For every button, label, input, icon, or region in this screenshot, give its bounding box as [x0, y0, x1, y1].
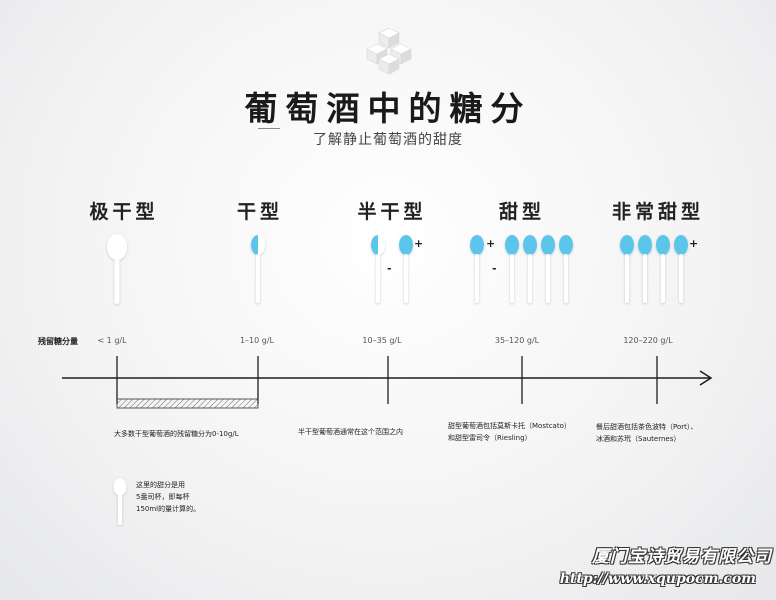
legend-note-line1: 这里的甜分是用	[136, 481, 185, 489]
page-title: 葡萄酒中的糖分	[244, 89, 532, 128]
spoon-icon	[505, 235, 519, 303]
legend-note-line2: 5盎司杯，即每杯	[136, 493, 190, 501]
dry-range-bar	[116, 398, 259, 409]
note-dry-range: 大多数干型葡萄酒的残留糖分为0-10g/L	[114, 430, 239, 438]
residual-sugar-label: 残留糖分量	[38, 337, 78, 346]
category-very-sweet: 非常甜型	[611, 201, 704, 223]
legend-note: 这里的甜分是用 5盎司杯，即每杯 150ml的量计算的。	[136, 479, 200, 515]
spoon-icon	[470, 235, 484, 303]
category-sweet: 甜型	[498, 201, 545, 223]
plus-symbol: +	[689, 237, 698, 250]
plus-symbol: +	[486, 237, 495, 250]
spoon-icon	[674, 235, 688, 303]
note-sweet-line2: 和甜型雷司令（Riesling）	[448, 434, 532, 442]
spoon-icon	[523, 235, 537, 303]
note-very-sweet: 餐后甜酒包括茶色波特（Port）、 冰酒和苏玳（Sauternes）	[596, 421, 697, 445]
spoon-icon	[541, 235, 555, 303]
minus-symbol: -	[492, 262, 497, 275]
minus-symbol: -	[387, 262, 392, 275]
plus-symbol: +	[414, 237, 423, 250]
subtitle-rule	[258, 128, 280, 129]
legend-note-line3: 150ml的量计算的。	[136, 505, 201, 513]
watermark-url: http://www.xqupocm.com	[559, 571, 756, 587]
range-very-sweet: 120–220 g/L	[623, 336, 673, 345]
range-dry: 1–10 g/L	[239, 336, 275, 345]
category-dry: 干型	[236, 201, 283, 223]
spoon-icon	[113, 478, 127, 525]
timeline-arrow-icon	[62, 370, 713, 386]
spoon-icon	[371, 235, 385, 303]
range-extra-dry: < 1 g/L	[97, 336, 127, 345]
note-very-sweet-line2: 冰酒和苏玳（Sauternes）	[596, 435, 681, 443]
spoon-icon	[251, 235, 265, 303]
spoon-icon	[620, 235, 634, 303]
spoon-icon	[638, 235, 652, 303]
note-off-dry: 半干型葡萄酒通常在这个范围之内	[298, 428, 403, 436]
note-sweet: 甜型葡萄酒包括莫斯卡托（Mostcato） 和甜型雷司令（Riesling）	[448, 420, 571, 444]
watermark-company: 厦门宝诗贸易有限公司	[592, 547, 772, 567]
range-sweet: 35–120 g/L	[494, 336, 540, 345]
page-subtitle: 了解静止葡萄酒的甜度	[313, 132, 463, 148]
category-off-dry: 半干型	[357, 201, 427, 223]
spoon-icon	[559, 235, 573, 303]
timeline-ticks	[116, 356, 658, 404]
category-extra-dry: 极干型	[89, 201, 159, 223]
range-off-dry: 10–35 g/L	[362, 336, 402, 345]
note-sweet-line1: 甜型葡萄酒包括莫斯卡托（Mostcato）	[448, 422, 571, 430]
spoon-icon	[656, 235, 670, 303]
spoon-icon	[399, 235, 413, 303]
spoon-icon	[107, 234, 127, 304]
sugar-cubes-icon	[366, 27, 412, 75]
note-very-sweet-line1: 餐后甜酒包括茶色波特（Port）、	[596, 423, 698, 431]
